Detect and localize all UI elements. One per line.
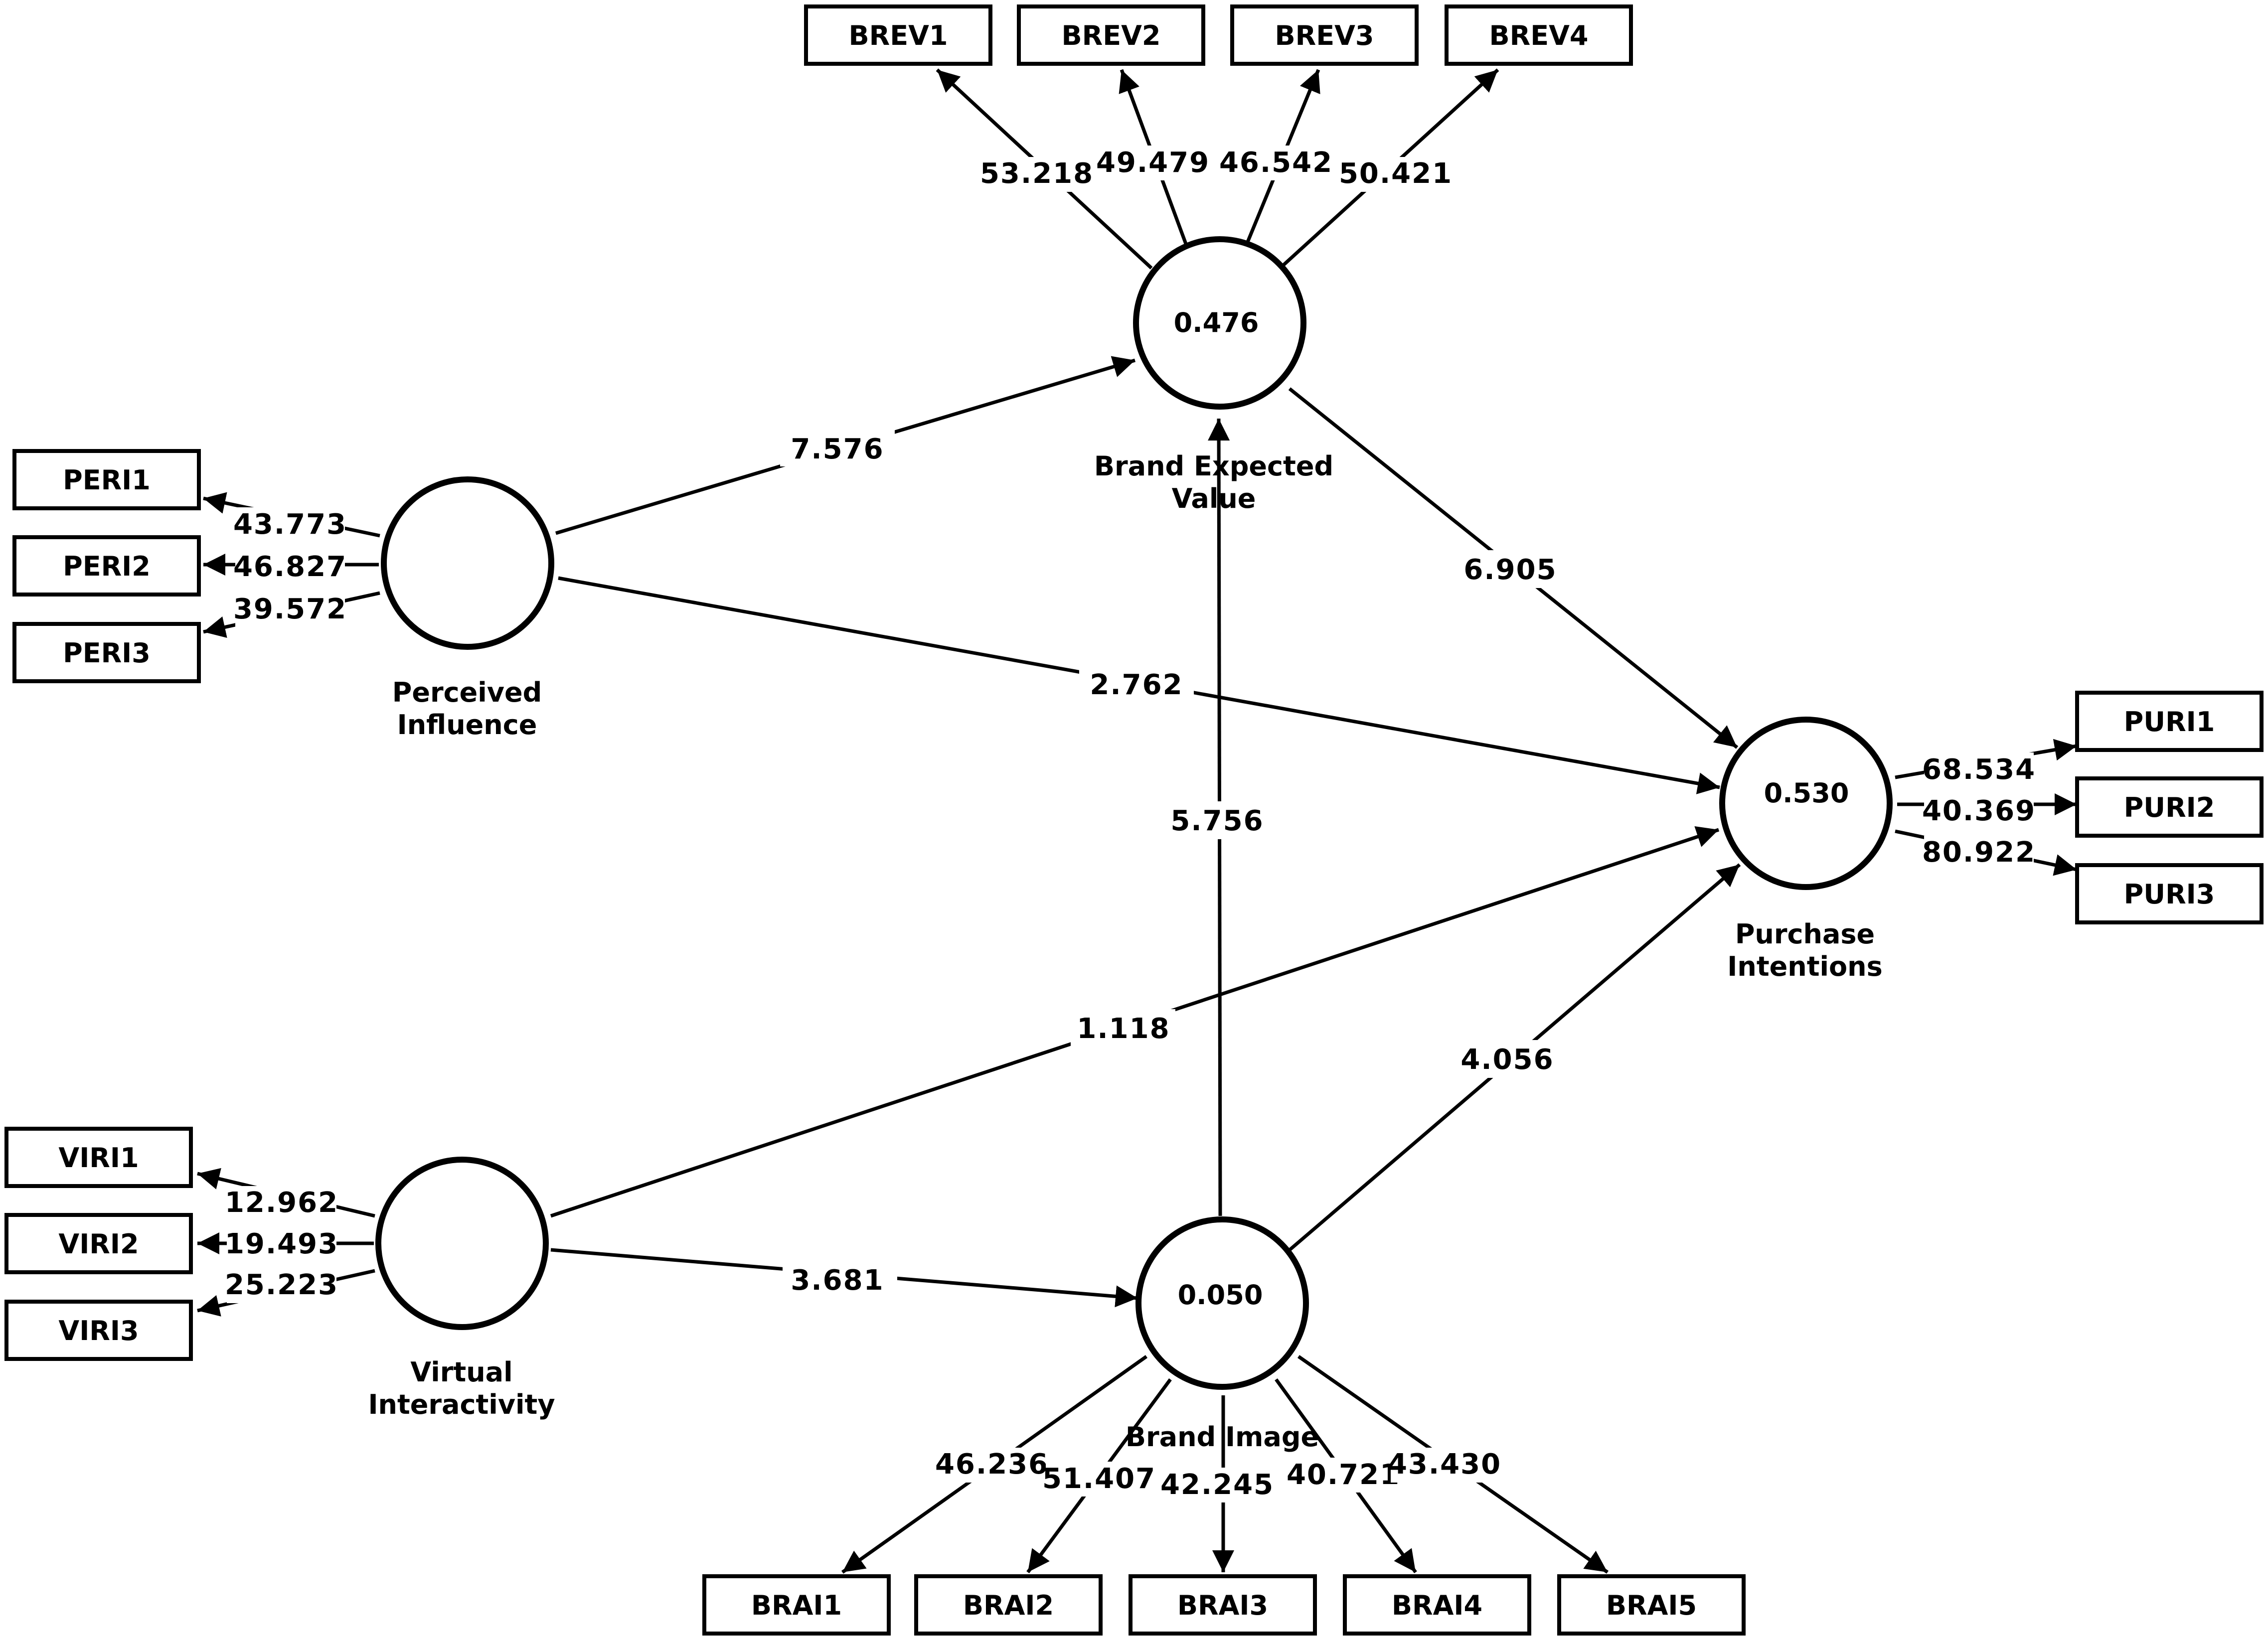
- constructs: 0.476 0.530 0.050: [375, 236, 1893, 1390]
- loading-puri1: 68.534: [1922, 753, 2036, 786]
- indicator-label: BRAI4: [1392, 1590, 1482, 1621]
- indicator-label: PERI1: [63, 464, 151, 496]
- indicator-brev3: BREV3: [1230, 4, 1419, 66]
- indicator-brai4: BRAI4: [1343, 1574, 1531, 1636]
- indicator-brev1: BREV1: [804, 4, 992, 66]
- path-coef-peri-brev: 7.576: [791, 433, 884, 465]
- loading-brai5: 43.430: [1388, 1448, 1501, 1481]
- indicator-label: PERI2: [63, 551, 151, 582]
- indicator-boxes: BREV1 BREV2 BREV3 BREV4 PERI1 PERI2 PERI…: [4, 4, 2264, 1636]
- loading-brai2: 51.407: [1042, 1463, 1156, 1495]
- path-coef-peri-puri: 2.762: [1090, 669, 1183, 701]
- indicator-brai1: BRAI1: [702, 1574, 891, 1636]
- loading-peri1: 43.773: [233, 508, 347, 541]
- indicator-label: PURI3: [2124, 879, 2215, 910]
- construct-name-peri-line2: Influence: [397, 709, 537, 741]
- path-coefficient-labels: 7.576 2.762 6.905 5.756 1.118 4.056 3.68…: [780, 429, 1568, 1299]
- construct-virtual-interactivity: [375, 1157, 549, 1330]
- loading-brev2: 49.479: [1096, 147, 1210, 179]
- loading-puri2: 40.369: [1922, 795, 2036, 827]
- construct-name-viri-line2: Interactivity: [368, 1389, 555, 1420]
- loading-labels: 53.218 49.479 46.542 50.421 43.773 46.82…: [225, 146, 2036, 1502]
- indicator-brai5: BRAI5: [1557, 1574, 1746, 1636]
- loading-brev3: 46.542: [1219, 147, 1333, 179]
- indicator-peri3: PERI3: [12, 622, 201, 683]
- loading-peri2: 46.827: [233, 551, 347, 583]
- path-coef-brai-puri: 4.056: [1460, 1044, 1554, 1076]
- indicator-label: BREV1: [849, 20, 948, 51]
- indicator-label: BRAI2: [963, 1590, 1054, 1621]
- indicator-puri2: PURI2: [2075, 776, 2264, 838]
- loading-puri3: 80.922: [1922, 836, 2036, 869]
- loading-peri3: 39.572: [233, 593, 347, 625]
- indicator-label: VIRI1: [58, 1142, 139, 1174]
- path-coef-brev-puri: 6.905: [1463, 554, 1557, 586]
- r-squared-value: 0.530: [1764, 777, 1849, 809]
- indicator-label: VIRI2: [58, 1228, 139, 1260]
- construct-name-brev-line2: Value: [1172, 483, 1256, 514]
- indicator-brai3: BRAI3: [1129, 1574, 1317, 1636]
- loading-brai4: 40.721: [1287, 1459, 1400, 1491]
- construct-brand-expected-value: 0.476: [1133, 236, 1306, 410]
- path-coef-viri-brai: 3.681: [791, 1264, 884, 1297]
- loading-viri1: 12.962: [225, 1187, 338, 1219]
- path-coef-viri-puri: 1.118: [1077, 1013, 1170, 1045]
- indicator-peri2: PERI2: [12, 535, 201, 597]
- r-squared-value: 0.476: [1174, 307, 1259, 338]
- path-coef-brai-brev: 5.756: [1170, 805, 1264, 837]
- loading-viri3: 25.223: [225, 1269, 338, 1301]
- indicator-label: BREV2: [1062, 20, 1161, 51]
- indicator-brev2: BREV2: [1017, 4, 1205, 66]
- construct-name-viri-line1: Virtual: [410, 1356, 512, 1388]
- loading-brai1: 46.236: [935, 1448, 1049, 1481]
- indicator-label: PURI1: [2124, 706, 2215, 738]
- loading-viri2: 19.493: [225, 1228, 338, 1260]
- indicator-label: BRAI3: [1177, 1590, 1268, 1621]
- loading-brev4: 50.421: [1339, 157, 1453, 190]
- construct-name-brai-line1: Brand Image: [1126, 1421, 1319, 1453]
- indicator-brai2: BRAI2: [914, 1574, 1103, 1636]
- construct-name-puri-line2: Intentions: [1727, 951, 1882, 982]
- loading-brai3: 42.245: [1160, 1469, 1274, 1501]
- construct-names: Brand Expected Value Perceived Influence…: [368, 450, 1882, 1453]
- indicator-label: VIRI3: [58, 1315, 139, 1346]
- structural-paths: [550, 356, 1741, 1308]
- indicator-label: PURI2: [2124, 792, 2215, 823]
- indicator-label: PERI3: [63, 637, 151, 669]
- indicator-brev4: BREV4: [1445, 4, 1633, 66]
- construct-name-puri-line1: Purchase: [1735, 918, 1875, 950]
- construct-name-brev-line1: Brand Expected: [1094, 450, 1333, 482]
- construct-brand-image: 0.050: [1135, 1216, 1309, 1390]
- indicator-puri1: PURI1: [2075, 691, 2264, 752]
- indicator-viri1: VIRI1: [4, 1127, 193, 1188]
- r-squared-value: 0.050: [1178, 1279, 1263, 1311]
- indicator-label: BREV3: [1275, 20, 1374, 51]
- indicator-viri3: VIRI3: [4, 1300, 193, 1361]
- indicator-viri2: VIRI2: [4, 1213, 193, 1274]
- indicator-label: BRAI5: [1606, 1590, 1697, 1621]
- indicator-label: BREV4: [1489, 20, 1589, 51]
- loading-brev1: 53.218: [980, 157, 1094, 190]
- construct-name-peri-line1: Perceived: [392, 677, 542, 708]
- indicator-label: BRAI1: [751, 1590, 842, 1621]
- construct-perceived-influence: [381, 476, 554, 650]
- indicator-puri3: PURI3: [2075, 863, 2264, 924]
- indicator-peri1: PERI1: [12, 449, 201, 510]
- construct-purchase-intentions: 0.530: [1719, 717, 1893, 890]
